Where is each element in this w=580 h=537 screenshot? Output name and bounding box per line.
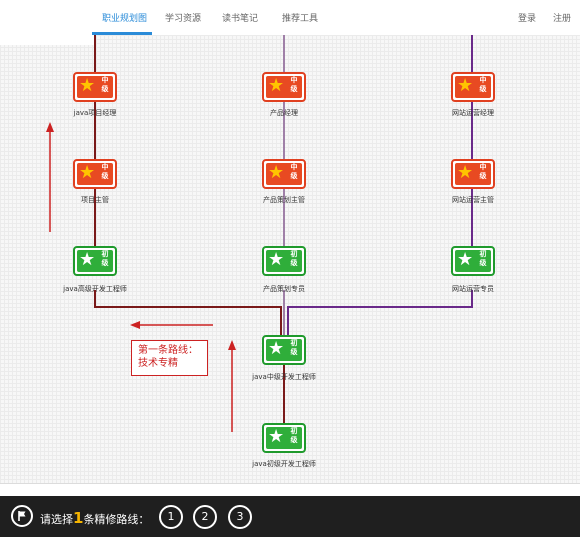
node-java-senior[interactable]: ★ 初 级 [73,246,117,276]
node-java-pm[interactable]: ★ 中 级 [73,72,117,102]
node-product-lead[interactable]: ★ 中 级 [262,159,306,189]
prompt-prefix: 请选择 [40,513,73,526]
node-level: 初 级 [101,250,109,267]
node-java-mid-dev[interactable]: ★ 初 级 [262,335,306,365]
nav-tab-recommended-tools[interactable]: 推荐工具 [282,14,319,24]
node-label-java-senior: java高级开发工程师 [63,285,127,293]
node-web-ops-lead[interactable]: ★ 中 级 [451,159,495,189]
node-level: 初 级 [479,250,487,267]
node-web-ops-manager[interactable]: ★ 中 级 [451,72,495,102]
node-level: 中 级 [101,76,109,93]
active-tab-indicator [92,32,152,35]
nav-tab-career-map[interactable]: 职业规划图 [102,14,148,24]
node-level: 初 级 [290,250,298,267]
node-label-web-ops-specialist: 网站运营专员 [452,285,494,293]
route-line-1-connector [94,290,282,335]
route-button-1[interactable]: 1 [159,505,183,529]
note-line-2: 技术专精 [138,358,178,369]
star-icon: ★ [268,338,285,359]
node-label-product-lead: 产品策划主管 [263,196,305,204]
node-label-product-specialist: 产品策划专员 [263,285,305,293]
register-link[interactable]: 注册 [553,14,572,24]
star-icon: ★ [268,426,285,447]
prompt-suffix: 条精修路线： [83,513,150,526]
canvas-tab-notch [0,35,95,45]
star-icon: ★ [79,162,96,183]
route-lines [46,35,473,432]
route-button-3[interactable]: 3 [228,505,252,529]
flag-icon [11,505,33,527]
star-icon: ★ [457,249,474,270]
route-line-3-connector [287,290,473,335]
node-level: 中 级 [101,163,109,180]
route-prompt: 请选择1条精修路线： [40,509,149,527]
node-label-product-manager: 产品经理 [270,109,298,117]
node-label-java-pm: java项目经理 [73,109,117,117]
node-product-specialist[interactable]: ★ 初 级 [262,246,306,276]
star-icon: ★ [268,162,285,183]
node-level: 中 级 [479,76,487,93]
node-level: 初 级 [290,339,298,356]
node-label-web-ops-lead: 网站运营主管 [452,196,494,204]
login-link[interactable]: 登录 [518,14,537,24]
node-product-manager[interactable]: ★ 中 级 [262,72,306,102]
star-icon: ★ [457,75,474,96]
node-label-java-mid-dev: java中级开发工程师 [252,373,316,381]
star-icon: ★ [79,249,96,270]
top-nav: 职业规划图 学习资源 读书笔记 推荐工具 登录 注册 [0,0,580,36]
star-icon: ★ [268,75,285,96]
nav-tab-reading-notes[interactable]: 读书笔记 [222,14,259,24]
node-java-junior-dev[interactable]: ★ 初 级 [262,423,306,453]
node-level: 中 级 [290,76,298,93]
route-annotation-note: 第一条路线： 技术专精 [131,340,208,376]
arrow-up-center-head [228,340,236,350]
star-icon: ★ [79,75,96,96]
arrow-left-head [130,321,140,329]
star-icon: ★ [457,162,474,183]
node-level: 中 级 [479,163,487,180]
node-label-java-junior-dev: java初级开发工程师 [252,460,316,468]
node-level: 中 级 [290,163,298,180]
prompt-number: 1 [73,509,84,527]
career-map-canvas: ★ 中 级 java项目经理 ★ 中 级 项目主管 ★ 初 级 java高级开发… [0,35,580,484]
node-label-web-ops-manager: 网站运营经理 [452,109,494,117]
node-web-ops-specialist[interactable]: ★ 初 级 [451,246,495,276]
node-label-project-lead: 项目主管 [81,196,109,204]
node-project-lead[interactable]: ★ 中 级 [73,159,117,189]
note-line-1: 第一条路线： [138,345,198,356]
node-level: 初 级 [290,427,298,444]
nav-tab-learning-resources[interactable]: 学习资源 [165,14,202,24]
route-button-2[interactable]: 2 [193,505,217,529]
star-icon: ★ [268,249,285,270]
route-selector-bar: 请选择1条精修路线： 1 2 3 [0,496,580,537]
arrow-up-left-head [46,122,54,132]
